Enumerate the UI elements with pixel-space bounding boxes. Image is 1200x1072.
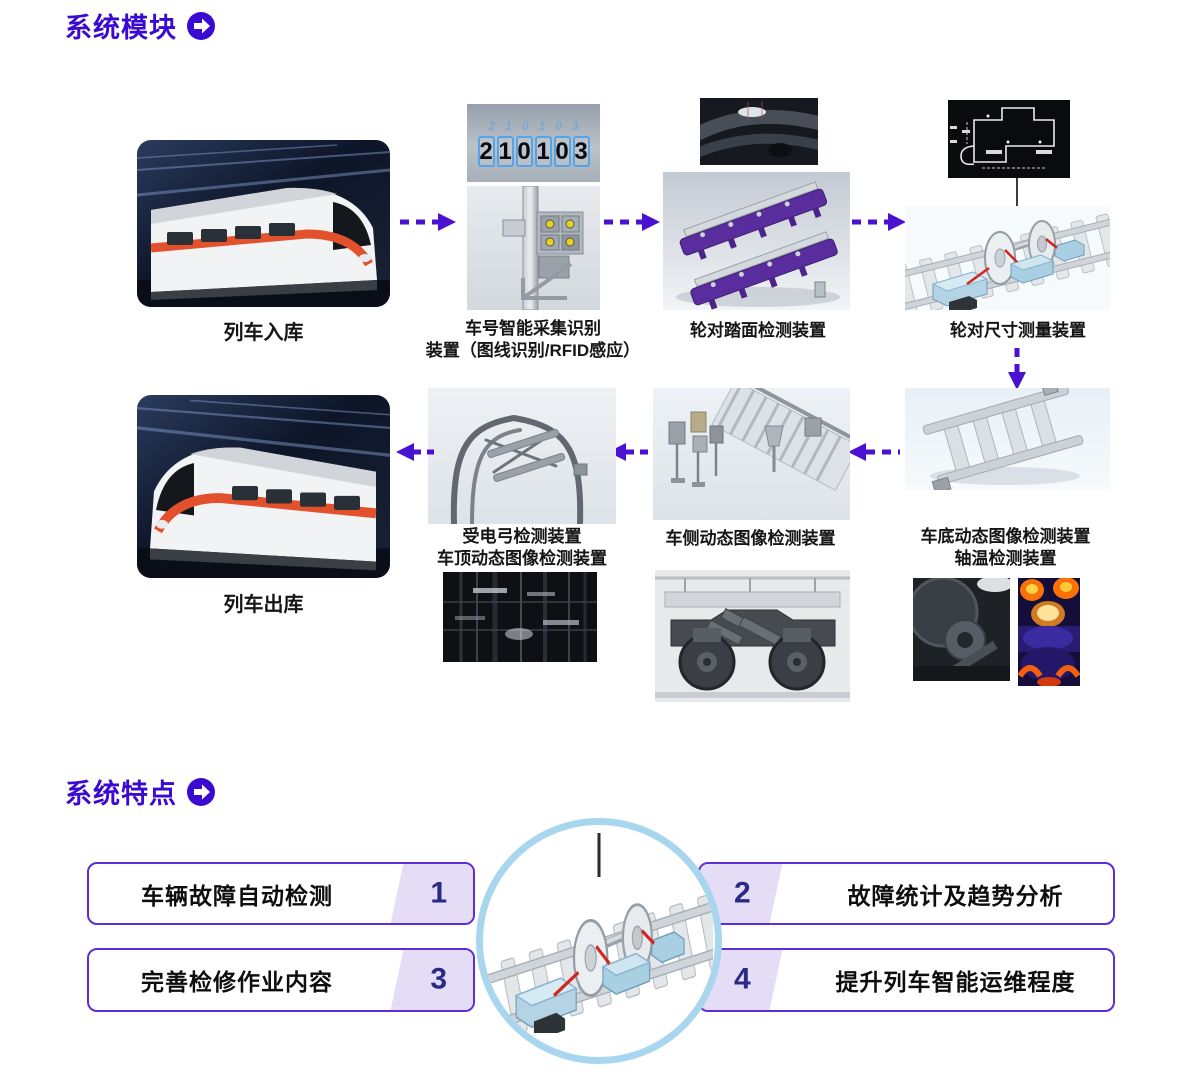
feature-label: 故障统计及趋势分析 — [847, 882, 1064, 909]
tread-module-caption: 轮对踏面检测装置 — [690, 321, 826, 340]
carside-detection-render — [653, 388, 850, 520]
flow-arrow-right-icon — [602, 211, 660, 238]
train-inbound-caption: 列车入库 — [223, 322, 304, 344]
underbody-track-render — [905, 388, 1110, 490]
features-title: 系统特点 — [65, 779, 177, 809]
bogie-side-photo — [655, 570, 850, 702]
wheel-profile-diagram — [948, 100, 1070, 178]
pantograph-module-caption: 受电弓检测装置 车顶动态图像检测装置 — [412, 526, 632, 570]
feature-number: 4 — [734, 962, 751, 996]
tread-detection-device-render — [663, 172, 850, 310]
flow-arrow-right-icon — [850, 211, 906, 238]
pantograph-caption-line1: 受电弓检测装置 — [462, 527, 582, 546]
axle-grayscale-photo — [913, 578, 1010, 681]
sensor-pole-line — [597, 833, 601, 877]
feature-box-4: 4 提升列车智能运维程度 — [698, 948, 1115, 1012]
train-outbound-photo — [137, 395, 390, 578]
feature-box-2: 2 故障统计及趋势分析 — [698, 862, 1115, 925]
number-module-caption: 车号智能采集识别 装置（图线识别/RFID感应） — [400, 318, 666, 362]
feature-number: 2 — [734, 875, 751, 909]
feature-box-3: 3 完善检修作业内容 — [87, 948, 475, 1012]
arrow-circle-icon — [187, 777, 215, 806]
underbody-caption-line2: 轴温检测装置 — [954, 549, 1057, 569]
flow-arrow-left-icon — [608, 441, 656, 468]
feature-label: 提升列车智能运维程度 — [835, 969, 1076, 995]
pantograph-caption-line2: 车顶动态图像检测装置 — [437, 549, 607, 569]
modules-title: 系统模块 — [65, 13, 177, 43]
pantograph-dark-photo — [443, 572, 597, 662]
wheel-tread-photo — [700, 98, 818, 165]
flow-arrow-left-icon — [848, 441, 902, 468]
flow-arrow-right-icon — [398, 211, 456, 238]
underbody-caption-line1: 车底动态图像检测装置 — [920, 527, 1091, 546]
feature-label: 完善检修作业内容 — [141, 969, 333, 995]
feature-box-1: 1 车辆故障自动检测 — [87, 862, 475, 925]
pantograph-gantry-render — [428, 388, 616, 524]
arrow-circle-icon — [187, 11, 215, 40]
underbody-module-caption: 车底动态图像检测装置 轴温检测装置 — [888, 526, 1123, 570]
feature-number: 1 — [430, 875, 447, 909]
modules-section-header: 系统模块 — [65, 6, 215, 45]
flow-arrow-down-icon — [1006, 346, 1028, 395]
feature-center-circle — [476, 818, 722, 1064]
train-inbound-photo — [137, 140, 390, 307]
diagram-connector-line — [1016, 178, 1018, 208]
train-outbound-caption: 列车出库 — [223, 594, 304, 616]
wheelset-measure-render — [905, 206, 1110, 310]
feature-label: 车辆故障自动检测 — [141, 882, 333, 909]
pole-camera-device-photo — [467, 186, 600, 310]
dimension-module-caption: 轮对尺寸测量装置 — [950, 321, 1086, 340]
carside-module-caption: 车侧动态图像检测装置 — [665, 529, 836, 548]
thermal-image-photo — [1018, 578, 1080, 686]
wheelset-measure-render-large — [483, 883, 715, 1044]
car-number-ghost-text: 210103 — [488, 119, 589, 133]
number-module-caption-line2: 装置（图线识别/RFID感应） — [425, 341, 641, 361]
features-section-header: 系统特点 — [65, 772, 215, 811]
flow-arrow-left-icon — [396, 441, 436, 468]
number-module-caption-line1: 车号智能采集识别 — [465, 319, 601, 338]
feature-number: 3 — [430, 962, 447, 996]
